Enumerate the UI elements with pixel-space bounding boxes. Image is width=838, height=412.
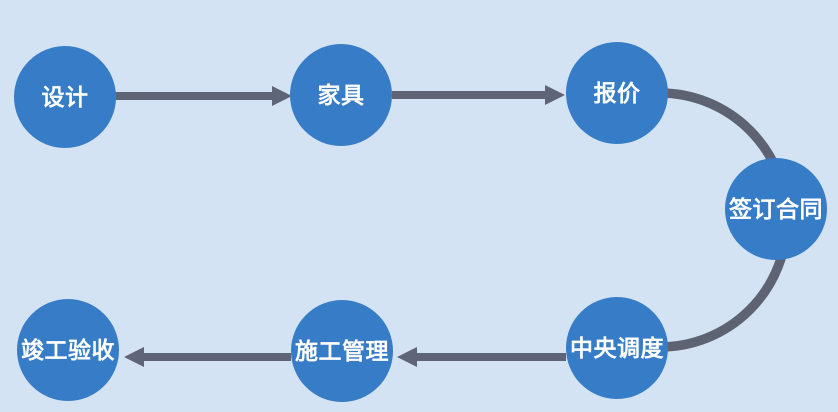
arrow-furniture-to-quote [392, 85, 565, 105]
node-completion-acceptance-label: 竣工验收 [21, 336, 115, 363]
node-sign-contract: 签订合同 [725, 158, 827, 260]
node-construction-management: 施工管理 [291, 300, 393, 402]
node-furniture-label: 家具 [317, 81, 365, 108]
node-design: 设计 [14, 46, 116, 148]
node-furniture: 家具 [290, 44, 392, 146]
node-completion-acceptance: 竣工验收 [17, 299, 119, 401]
node-sign-contract-label: 签订合同 [729, 195, 823, 222]
node-quote: 报价 [566, 42, 668, 144]
node-central-dispatch: 中央调度 [566, 297, 668, 399]
arrow-construction-to-completion [124, 347, 291, 367]
node-design-label: 设计 [41, 83, 89, 110]
node-construction-management-label: 施工管理 [295, 337, 389, 364]
node-quote-label: 报价 [593, 79, 641, 106]
arrow-design-to-furniture [114, 86, 292, 106]
arrow-dispatch-to-construction [397, 347, 566, 367]
node-central-dispatch-label: 中央调度 [570, 334, 664, 361]
